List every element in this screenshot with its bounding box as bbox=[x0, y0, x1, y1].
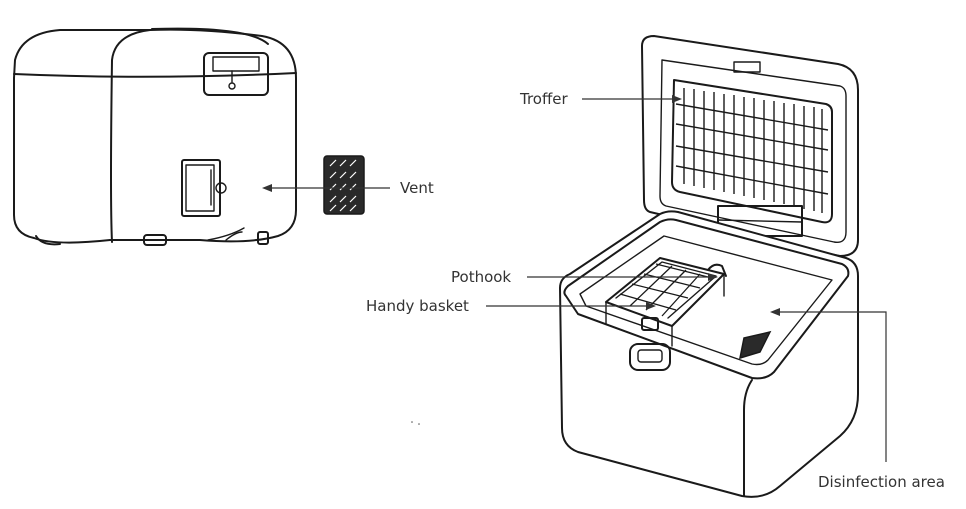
vent-label: Vent bbox=[400, 179, 434, 197]
handy-basket-callout: Handy basket bbox=[366, 297, 656, 315]
front-latch bbox=[629, 343, 671, 371]
handy-basket-label: Handy basket bbox=[366, 297, 469, 315]
open-device bbox=[559, 35, 859, 498]
pothook-callout: Pothook bbox=[451, 268, 718, 286]
foot bbox=[257, 231, 269, 245]
vent-panel bbox=[181, 159, 221, 217]
side-view-device bbox=[13, 27, 297, 246]
vent-filter bbox=[323, 155, 365, 215]
foot bbox=[143, 234, 167, 246]
pothook-label: Pothook bbox=[451, 268, 511, 286]
vent-callout: Vent bbox=[262, 179, 434, 197]
stray-marks bbox=[411, 421, 420, 425]
latch-block bbox=[203, 52, 269, 96]
troffer-slats bbox=[675, 88, 829, 213]
troffer-label: Troffer bbox=[519, 90, 569, 108]
troffer-grid bbox=[671, 79, 833, 224]
uv-lamp-area bbox=[739, 330, 772, 360]
disinfection-area-label: Disinfection area bbox=[818, 473, 945, 491]
pothook bbox=[707, 263, 727, 277]
base bbox=[559, 210, 859, 498]
disinfection-area-callout: Disinfection area bbox=[770, 308, 945, 491]
handy-basket bbox=[605, 257, 727, 347]
troffer-callout: Troffer bbox=[519, 90, 682, 108]
